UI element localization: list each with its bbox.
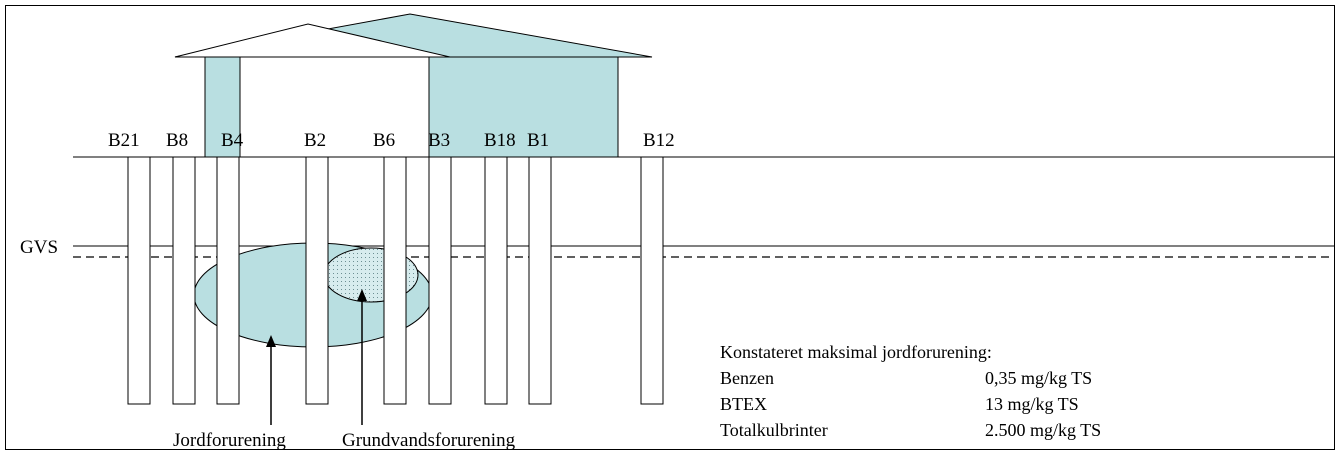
borehole-b21 — [127, 156, 151, 405]
borehole-b1 — [528, 156, 552, 405]
groundwater-arrow — [357, 289, 367, 425]
gvs-label: GVS — [20, 237, 58, 258]
borehole-label: B18 — [484, 130, 516, 151]
borehole-b3 — [428, 156, 452, 405]
soil-arrow — [266, 335, 276, 425]
building-wall-right — [428, 56, 619, 158]
summary-row-name: BTEX — [720, 394, 767, 414]
summary-row-name: Benzen — [720, 368, 774, 388]
summary-row-value: 2.500 mg/kg TS — [985, 420, 1101, 440]
borehole-b2 — [305, 156, 329, 405]
borehole-label: B8 — [166, 130, 188, 151]
borehole-label: B6 — [373, 130, 395, 151]
borehole-label: B3 — [428, 130, 450, 151]
borehole-b4 — [216, 156, 240, 405]
soil-contamination-label: Jordforurening — [173, 430, 286, 451]
groundwater-contamination-label: Grundvandsforurening — [342, 430, 516, 451]
summary-row-value: 0,35 mg/kg TS — [985, 368, 1092, 388]
borehole-label: B21 — [108, 130, 140, 151]
borehole-b8 — [172, 156, 196, 405]
summary-title: Konstateret maksimal jordforurening: — [720, 342, 992, 362]
borehole-b6 — [383, 156, 407, 405]
borehole-label: B4 — [221, 130, 244, 151]
groundwater-arrow-head — [357, 289, 367, 301]
borehole-label: B1 — [527, 130, 549, 151]
roof-front — [174, 23, 451, 58]
summary-row-name: Totalkulbrinter — [720, 420, 828, 440]
soil-arrow-head — [266, 335, 276, 347]
borehole-b12 — [640, 156, 664, 405]
borehole-b18 — [484, 156, 508, 405]
borehole-label: B2 — [304, 130, 326, 151]
borehole-label: B12 — [643, 130, 675, 151]
summary-table: Konstateret maksimal jordforurening: Ben… — [720, 342, 1101, 440]
summary-row-value: 13 mg/kg TS — [985, 394, 1079, 414]
